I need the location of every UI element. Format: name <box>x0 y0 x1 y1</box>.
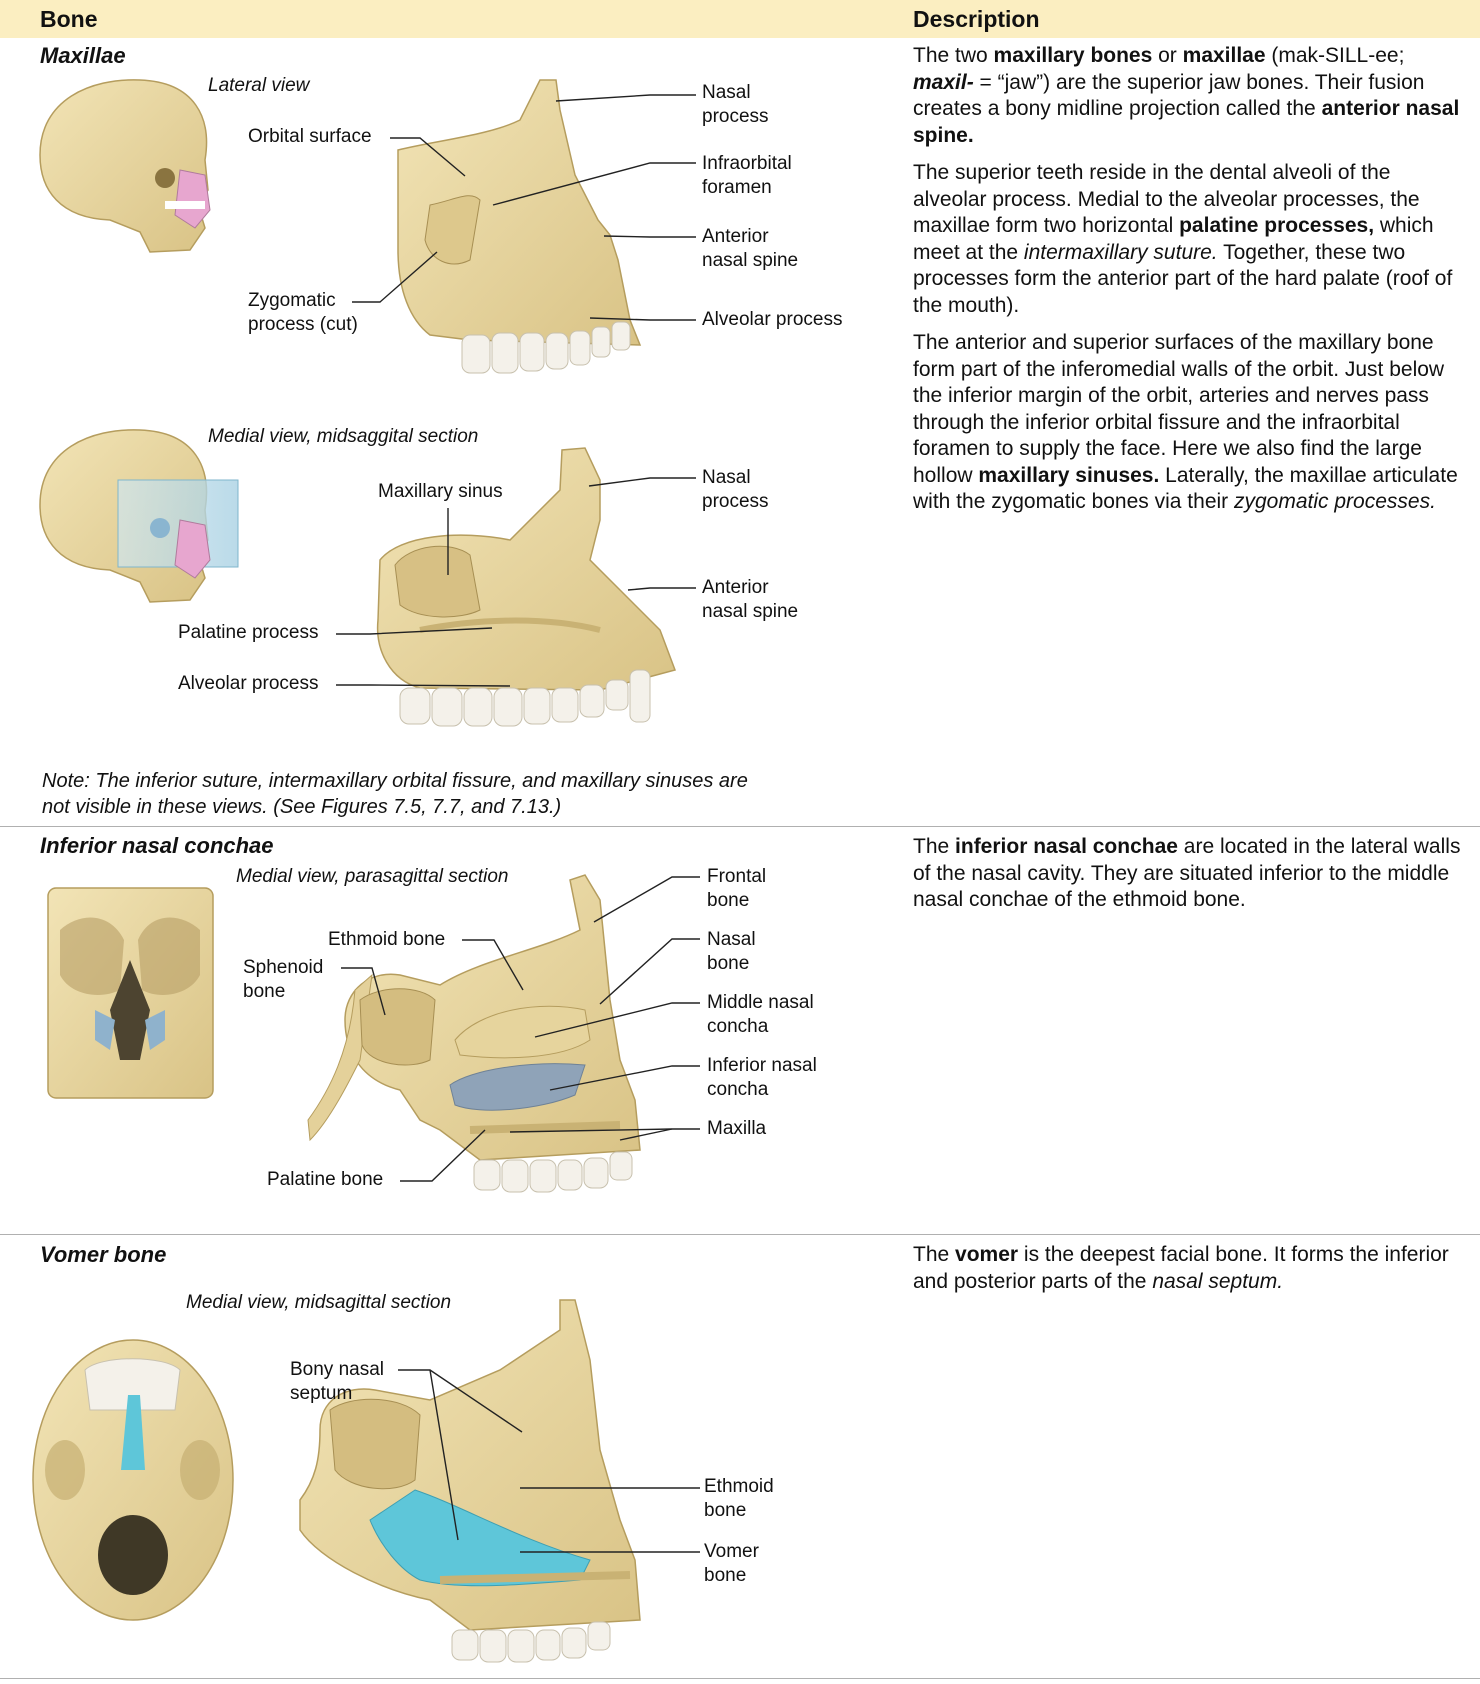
label-middle-nasal-concha: Middle nasal concha <box>707 992 814 1037</box>
label-vomer-bone: Vomer bone <box>704 1541 759 1586</box>
label-nasal-process-lateral: Nasal process <box>702 82 769 127</box>
maxillae-medial-caption: Medial view, midsaggital section <box>208 426 479 447</box>
maxillae-desc-p1: The two maxillary bones or maxillae (mak… <box>913 44 1460 147</box>
label-bony-nasal-septum: Bony nasal septum <box>290 1359 385 1404</box>
label-maxilla: Maxilla <box>707 1118 767 1139</box>
conchae-title: Inferior nasal conchae <box>40 833 274 858</box>
maxilla-lateral-illustration <box>397 79 642 374</box>
section-divider <box>0 1234 1480 1235</box>
bottom-divider <box>0 1678 1480 1679</box>
label-maxillary-sinus: Maxillary sinus <box>378 481 503 502</box>
vomer-desc-p1: The vomer is the deepest facial bone. It… <box>913 1243 1449 1293</box>
label-ethmoid-bone: Ethmoid bone <box>328 929 446 950</box>
label-nasal-process-medial: Nasal process <box>702 467 769 512</box>
label-nasal-bone: Nasal bone <box>707 929 756 974</box>
vomer-description: The vomer is the deepest facial bone. It… <box>913 1242 1463 1306</box>
skull-inferior-thumbnail <box>32 1339 234 1621</box>
maxillae-description: The two maxillary bones or maxillae (mak… <box>913 43 1463 527</box>
maxillae-title: Maxillae <box>40 43 126 68</box>
maxillae-desc-p3: The anterior and superior surfaces of th… <box>913 331 1458 513</box>
maxillae-desc-p2: The superior teeth reside in the dental … <box>913 161 1453 317</box>
vomer-section-illustration <box>299 1299 641 1663</box>
conchae-section-illustration <box>307 874 641 1193</box>
label-orbital-surface: Orbital surface <box>248 126 372 147</box>
label-zygomatic-process: Zygomatic process (cut) <box>248 290 358 335</box>
label-palatine-bone: Palatine bone <box>267 1169 384 1190</box>
section-divider <box>0 826 1480 827</box>
header-description: Description <box>913 6 1040 32</box>
header-bone: Bone <box>40 6 98 32</box>
label-infraorbital-foramen: Infraorbital foramen <box>702 153 792 198</box>
label-sphenoid-bone: Sphenoid bone <box>243 957 324 1002</box>
skull-medial-thumbnail <box>39 429 239 603</box>
maxillae-note: Note: The inferior suture, intermaxillar… <box>42 770 748 818</box>
skull-lateral-thumbnail <box>39 79 211 253</box>
conchae-desc-p1: The inferior nasal conchae are located i… <box>913 835 1461 911</box>
label-anterior-nasal-spine-lateral: Anterior nasal spine <box>702 226 799 271</box>
table-header <box>0 0 1480 38</box>
conchae-caption: Medial view, parasagittal section <box>236 866 509 887</box>
label-ethmoid-bone-vomer: Ethmoid bone <box>704 1476 774 1521</box>
label-frontal-bone: Frontal bone <box>707 866 767 911</box>
label-alveolar-process-lateral: Alveolar process <box>702 309 843 330</box>
skull-frontal-thumbnail <box>47 887 214 1099</box>
maxillae-lateral-caption: Lateral view <box>208 75 310 96</box>
label-alveolar-process-medial: Alveolar process <box>178 673 319 694</box>
vomer-title: Vomer bone <box>40 1242 167 1267</box>
label-inferior-nasal-concha: Inferior nasal concha <box>707 1055 817 1100</box>
label-palatine-process: Palatine process <box>178 622 319 643</box>
leader-lines <box>336 94 700 1553</box>
label-anterior-nasal-spine-medial: Anterior nasal spine <box>702 577 799 622</box>
vomer-caption: Medial view, midsagittal section <box>186 1292 452 1313</box>
conchae-description: The inferior nasal conchae are located i… <box>913 834 1463 925</box>
